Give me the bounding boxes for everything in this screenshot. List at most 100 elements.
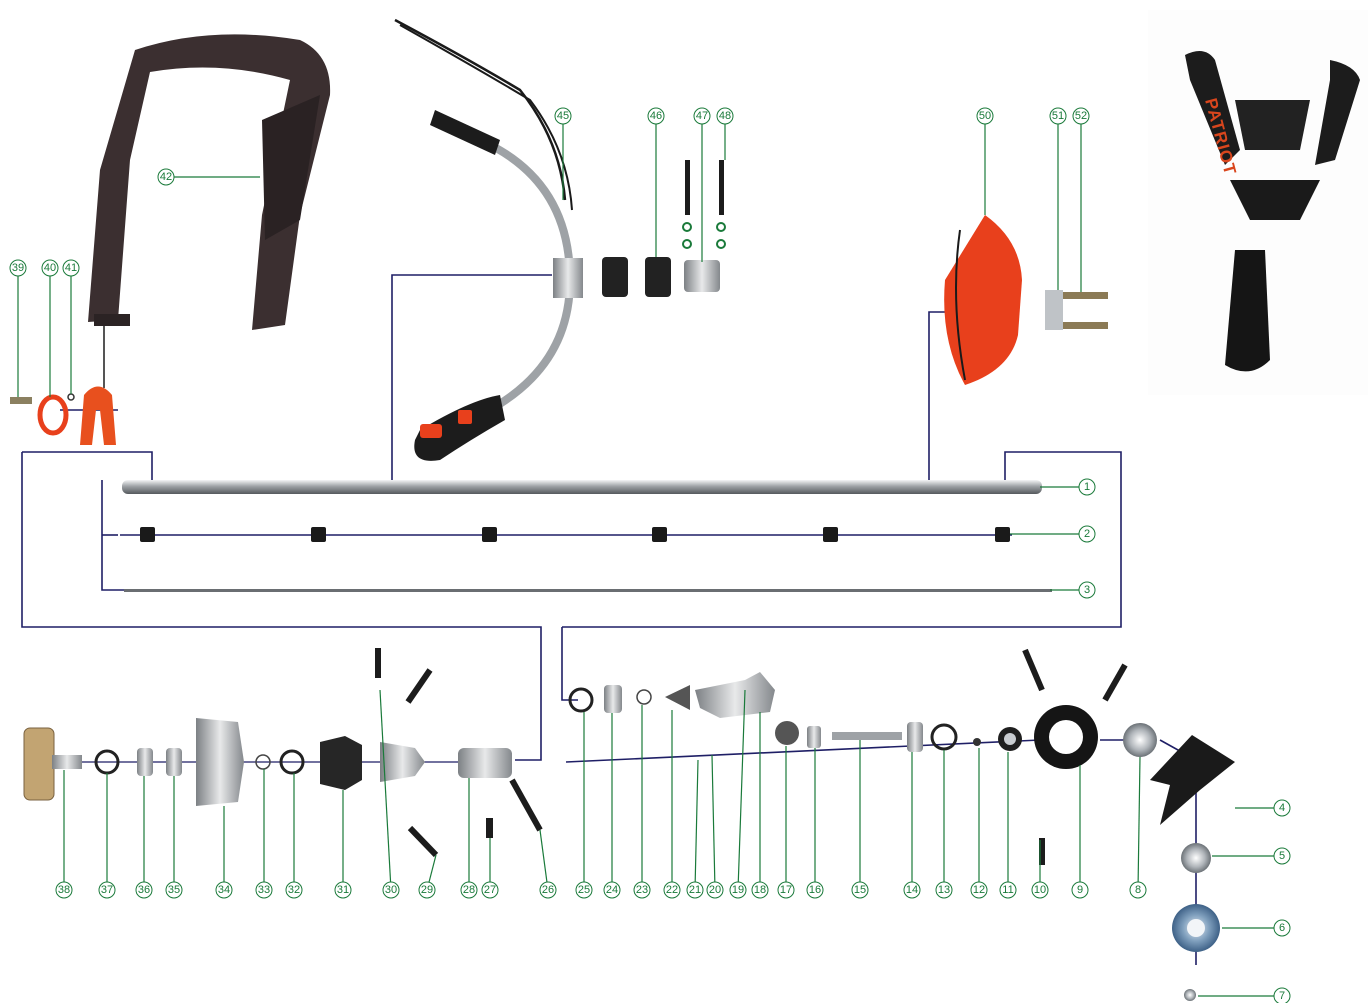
callout-circle-4: [1273, 799, 1291, 817]
part-number-12: 12: [973, 884, 985, 896]
part-number-14: 14: [906, 884, 918, 896]
shoulder-harness: PATRIOT: [1148, 10, 1368, 395]
part-number-46: 46: [650, 110, 662, 122]
part-number-25: 25: [578, 884, 590, 896]
part-number-40: 40: [44, 262, 56, 274]
callout-circle-46: [647, 107, 665, 125]
callout-circle-9: [1071, 881, 1089, 899]
callout-circle-22: [663, 881, 681, 899]
part-number-10: 10: [1034, 884, 1046, 896]
part-number-51: 51: [1052, 110, 1064, 122]
part-number-50: 50: [979, 110, 991, 122]
part-number-36: 36: [138, 884, 150, 896]
callout-circle-50: [976, 107, 994, 125]
part-number-31: 31: [337, 884, 349, 896]
part-number-48: 48: [719, 110, 731, 122]
handle-clamp-parts: [602, 160, 726, 297]
part-number-20: 20: [709, 884, 721, 896]
part-number-41: 41: [65, 262, 77, 274]
callout-circle-40: [41, 259, 59, 277]
part-number-39: 39: [12, 262, 24, 274]
part-number-24: 24: [606, 884, 618, 896]
callout-circle-7: [1273, 987, 1291, 1003]
callout-circle-30: [382, 881, 400, 899]
callout-circle-28: [460, 881, 478, 899]
part-number-2: 2: [1084, 528, 1090, 540]
callout-circle-27: [481, 881, 499, 899]
part-number-42: 42: [160, 171, 172, 183]
callout-circle-26: [539, 881, 557, 899]
part-number-8: 8: [1135, 884, 1141, 896]
callout-leader-19: [737, 689, 746, 883]
callout-circle-10: [1031, 881, 1049, 899]
part-number-19: 19: [732, 884, 744, 896]
callout-circle-24: [603, 881, 621, 899]
callout-circle-36: [135, 881, 153, 899]
callout-circle-47: [693, 107, 711, 125]
part-number-1: 1: [1084, 481, 1090, 493]
callout-circle-52: [1072, 107, 1090, 125]
part-number-37: 37: [101, 884, 113, 896]
callout-circle-34: [215, 881, 233, 899]
callout-leader-29: [428, 854, 437, 883]
callout-leader-26: [539, 829, 548, 883]
callout-leader-8: [1137, 756, 1141, 883]
callout-circle-12: [970, 881, 988, 899]
callout-circle-25: [575, 881, 593, 899]
part-number-52: 52: [1075, 110, 1087, 122]
shoulder-strap: [88, 34, 331, 388]
callout-circle-35: [165, 881, 183, 899]
part-number-32: 32: [288, 884, 300, 896]
clutch-coupling-parts: [23, 648, 543, 858]
callout-circle-13: [935, 881, 953, 899]
callout-leader-21: [694, 759, 699, 883]
callout-circle-29: [418, 881, 436, 899]
part-number-45: 45: [557, 110, 569, 122]
part-number-9: 9: [1077, 884, 1083, 896]
callout-circle-2: [1078, 525, 1096, 543]
callout-circle-37: [98, 881, 116, 899]
callout-circle-5: [1273, 847, 1291, 865]
part-number-47: 47: [696, 110, 708, 122]
part-number-6: 6: [1279, 922, 1285, 934]
assembly-frame-lines: [21, 274, 1197, 965]
callout-circle-3: [1078, 581, 1096, 599]
callout-leader-20: [711, 754, 716, 883]
blade-guard: [944, 215, 1108, 385]
part-number-13: 13: [938, 884, 950, 896]
handlebar-assembly: [394, 18, 583, 461]
callout-circle-18: [751, 881, 769, 899]
callout-circle-21: [686, 881, 704, 899]
callout-circle-33: [255, 881, 273, 899]
part-number-21: 21: [689, 884, 701, 896]
callout-circle-39: [9, 259, 27, 277]
part-number-26: 26: [542, 884, 554, 896]
callout-circle-42: [157, 168, 175, 186]
part-number-4: 4: [1279, 802, 1285, 814]
strap-hanger-parts: [10, 386, 116, 445]
part-number-28: 28: [463, 884, 475, 896]
callout-circle-20: [706, 881, 724, 899]
part-number-38: 38: [58, 884, 70, 896]
callout-circle-11: [999, 881, 1017, 899]
part-number-18: 18: [754, 884, 766, 896]
part-number-29: 29: [421, 884, 433, 896]
main-shaft-tube: [122, 480, 1042, 494]
callout-leader-30: [379, 689, 392, 883]
callout-circle-19: [729, 881, 747, 899]
gearbox-blade-parts: [568, 648, 1235, 1001]
shaft-bushings-line: [120, 527, 1012, 542]
part-number-35: 35: [168, 884, 180, 896]
part-number-22: 22: [666, 884, 678, 896]
part-number-27: 27: [484, 884, 496, 896]
callout-circle-6: [1273, 919, 1291, 937]
callout-circle-1: [1078, 478, 1096, 496]
part-number-11: 11: [1002, 884, 1013, 896]
callout-circle-48: [716, 107, 734, 125]
part-number-7: 7: [1279, 990, 1285, 1002]
part-number-3: 3: [1084, 584, 1090, 596]
part-number-15: 15: [854, 884, 866, 896]
part-number-callouts: 1234567891011121314151617181920212223242…: [9, 107, 1291, 1003]
part-number-33: 33: [258, 884, 270, 896]
